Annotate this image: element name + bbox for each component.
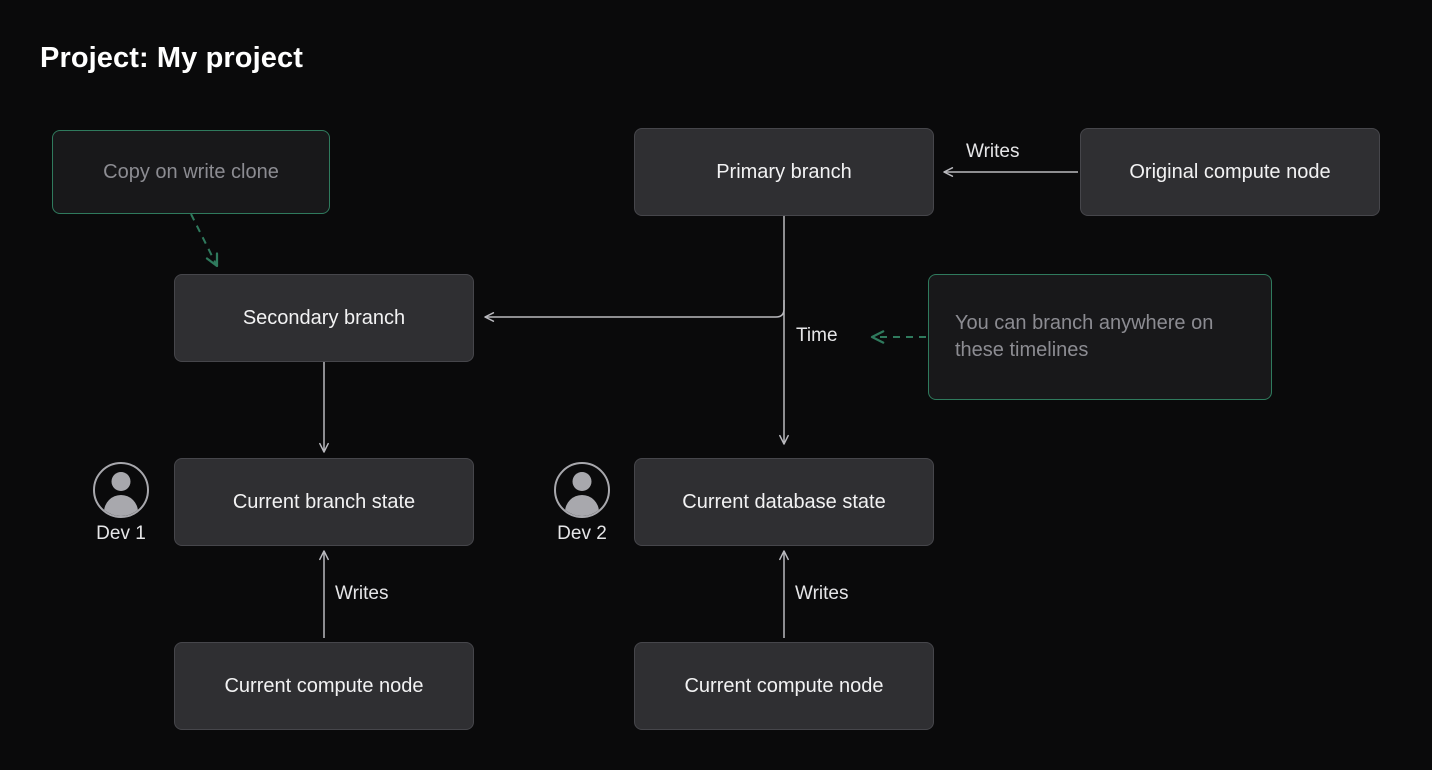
node-original-compute-node[interactable]: Original compute node [1080,128,1380,216]
persona-name-dev-2: Dev 2 [557,523,607,544]
edge-label-writes-left: Writes [335,583,389,604]
node-copy-on-write-clone[interactable]: Copy on write clone [52,130,330,214]
node-current-database-state[interactable]: Current database state [634,458,934,546]
edge-label-time: Time [796,325,838,346]
node-current-branch-state[interactable]: Current branch state [174,458,474,546]
wire-copy-on-write-to-secondary-dashed [190,213,219,268]
persona-name-dev-1: Dev 1 [96,523,146,544]
wire-primary-to-secondary-branch [484,300,785,322]
person-avatar-icon [93,462,149,518]
page-title: Project: My project [40,42,303,74]
node-current-compute-node-left[interactable]: Current compute node [174,642,474,730]
avatar-head-shape [572,472,592,491]
node-secondary-branch[interactable]: Secondary branch [174,274,474,362]
node-primary-branch[interactable]: Primary branch [634,128,934,216]
persona-dev-2: Dev 2 [547,462,617,545]
edge-label-writes-right: Writes [795,583,849,604]
avatar-body-shape [104,495,138,516]
node-current-compute-node-right[interactable]: Current compute node [634,642,934,730]
avatar-body-shape [565,495,599,516]
node-branch-anywhere-note: You can branch anywhere on these timelin… [928,274,1272,400]
edge-label-writes-top: Writes [966,141,1020,162]
persona-dev-1: Dev 1 [86,462,156,545]
person-avatar-icon [554,462,610,518]
avatar-head-shape [111,472,131,491]
